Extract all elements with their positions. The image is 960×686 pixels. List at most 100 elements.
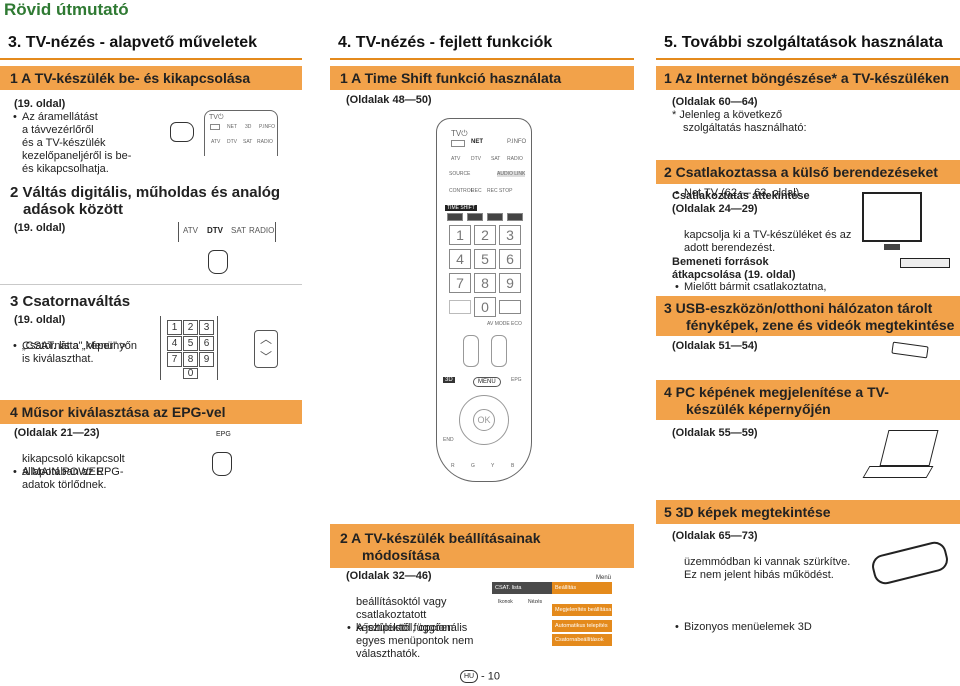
digit-key: 0: [183, 368, 198, 379]
digit-button[interactable]: 3: [499, 225, 521, 245]
menu-hint: Ikonok: [498, 599, 513, 605]
col5-s3-head-2: fényképek, zene és videók megtekintése: [686, 317, 955, 333]
digit-key: 2: [183, 320, 198, 335]
col5-s1-note-2: szolgáltatás használható:: [683, 122, 807, 134]
rec-button-label: REC: [471, 188, 482, 194]
channel-rocker[interactable]: [491, 335, 507, 367]
tv-stand-icon: [884, 244, 900, 250]
col3-s1-line: és a TV-készülék: [22, 137, 106, 149]
col5-title: 5. További szolgáltatások használata: [664, 34, 943, 51]
menu-item: Csatornabeállítások: [552, 634, 612, 646]
col5-s1-note: * Jelenleg a következő: [672, 109, 783, 121]
ok-button[interactable]: OK: [473, 409, 495, 431]
rewind-button[interactable]: [447, 213, 463, 221]
tv-icon: [862, 192, 922, 242]
tv-power-label: TV⏻: [209, 114, 224, 121]
col4-s2-band: [330, 524, 634, 568]
col5-s1-ref: (Oldalak 60—64): [672, 96, 758, 108]
radio-button-label: RADIO: [507, 156, 523, 162]
col4-s2-bullet: A jeltípustól, opcionális: [347, 622, 960, 635]
time-shift-label: TIME SHIFT: [445, 205, 477, 211]
atv-label: ATV: [211, 139, 221, 145]
digit-key: 9: [199, 352, 214, 367]
audio-link-label: AUDIO LINK: [497, 171, 526, 177]
col4-s1-ref: (Oldalak 48—50): [346, 94, 432, 106]
tv-power-label: TV⏻: [451, 129, 468, 138]
col3-s3-head: 3 Csatornaváltás: [10, 293, 131, 310]
epg-button-label: EPG: [511, 377, 522, 383]
col5-s3-band: [656, 296, 960, 336]
col5-s2-sub-3: átkapcsolása (19. oldal): [672, 269, 796, 281]
external-device-icon: [900, 258, 950, 268]
digit-button[interactable]: 9: [499, 273, 521, 293]
digit-button[interactable]: 5: [474, 249, 496, 269]
chevron-down-icon: ﹀: [260, 350, 273, 364]
digit-button[interactable]: 8: [474, 273, 496, 293]
atv-button-label: ATV: [451, 156, 461, 162]
forward-button[interactable]: [507, 213, 523, 221]
input-button[interactable]: [499, 300, 521, 314]
col3-s3-bullet: Csatornát a „Menü" >: [13, 340, 960, 353]
digit-button[interactable]: 2: [474, 225, 496, 245]
col5-s5-bullet: Bizonyos menüelemek 3D: [675, 621, 960, 634]
col3-s4-line: kikapcsoló kikapcsolt: [22, 453, 125, 465]
col4-title: 4. TV-nézés - fejlett funkciók: [338, 34, 553, 51]
pointing-hand-icon: [208, 250, 228, 274]
3d-glasses-icon: [869, 539, 951, 587]
digit-button[interactable]: 7: [449, 273, 471, 293]
digit-button[interactable]: 4: [449, 249, 471, 269]
red-button-label: R: [451, 463, 455, 469]
end-button-label: END: [443, 437, 454, 443]
menu-hint: Nézés: [528, 599, 543, 605]
col5-s4-head: 4 PC képének megjelenítése a TV-: [664, 384, 889, 400]
col5-s5-head: 5 3D képek megtekintése: [664, 504, 831, 520]
col3-s4-ref: (Oldalak 21—23): [14, 427, 100, 439]
col5-s1-bullet: Net TV (62 — 63. oldal): [675, 187, 960, 200]
col3-s2-head-2: adások között: [23, 201, 124, 218]
number-pad-illustration: 1 2 3 4 5 6 7 8 9 0: [160, 316, 218, 380]
col5-s4-ref: (Oldalak 55—59): [672, 427, 758, 439]
menu-tab-channel-list: CSAT. lista: [492, 582, 552, 594]
chevron-up-icon: ︿: [260, 332, 273, 346]
digit-key: 8: [183, 352, 198, 367]
pointing-hand-icon: [170, 122, 194, 142]
col5-s2-sub-2: Bemeneti források: [672, 256, 769, 268]
digit-button[interactable]: 6: [499, 249, 521, 269]
menu-item: Automatikus telepítés: [552, 620, 612, 632]
col4-s2-head: 2 A TV-készülék beállításainak: [340, 530, 541, 546]
col4-s2-head-2: módosítása: [362, 547, 440, 563]
col5-s2-ref: (Oldalak 24—29): [672, 203, 758, 215]
col4-s2-ref: (Oldalak 32—46): [346, 570, 432, 582]
col5-s4-head-2: készülék képernyőjén: [686, 401, 831, 417]
col3-s3-line: is kiválaszthat.: [22, 353, 94, 365]
col5-s5-ref: (Oldalak 65—73): [672, 530, 758, 542]
av-mode-label: AV MODE: [487, 321, 510, 327]
nav-ring[interactable]: OK: [459, 395, 509, 445]
digit-button[interactable]: 0: [474, 297, 496, 317]
volume-rocker[interactable]: [463, 335, 479, 367]
control-button-label: CONTROL: [449, 188, 474, 194]
blue-button-label: B: [511, 463, 515, 469]
3d-label: 3D: [245, 124, 252, 130]
pinfo-button-label: P.INFO: [507, 139, 527, 145]
col3-s3-ref: (19. oldal): [14, 314, 66, 326]
col3-s2-ref: (19. oldal): [14, 222, 66, 234]
pause-button[interactable]: [487, 213, 503, 221]
flashback-button[interactable]: [449, 300, 471, 314]
menu-tab-setup: Beállítás: [552, 582, 612, 594]
col3-s4-line: adatok törlődnek.: [22, 479, 107, 491]
col5-s2-sub: Csatlakoztatás áttekintése: [672, 190, 810, 202]
power-button[interactable]: [210, 124, 220, 130]
col3-s1-head: 1 A TV-készülék be- és kikapcsolása: [10, 70, 251, 86]
col4-s2-line: készüléktől függően: [356, 622, 454, 634]
digit-key: 5: [183, 336, 198, 351]
col4-s2-line: beállításoktól vagy: [356, 596, 447, 608]
power-button[interactable]: [451, 140, 465, 147]
input-keys-illustration: ATV DTV SAT RADIO: [178, 222, 276, 242]
dtv-key-label: DTV: [207, 226, 223, 235]
col5-s5-band: [656, 500, 960, 524]
rec-stop-button-label: REC STOP: [487, 188, 513, 194]
digit-button[interactable]: 1: [449, 225, 471, 245]
play-button[interactable]: [467, 213, 483, 221]
col4-title-rule: [330, 58, 634, 60]
